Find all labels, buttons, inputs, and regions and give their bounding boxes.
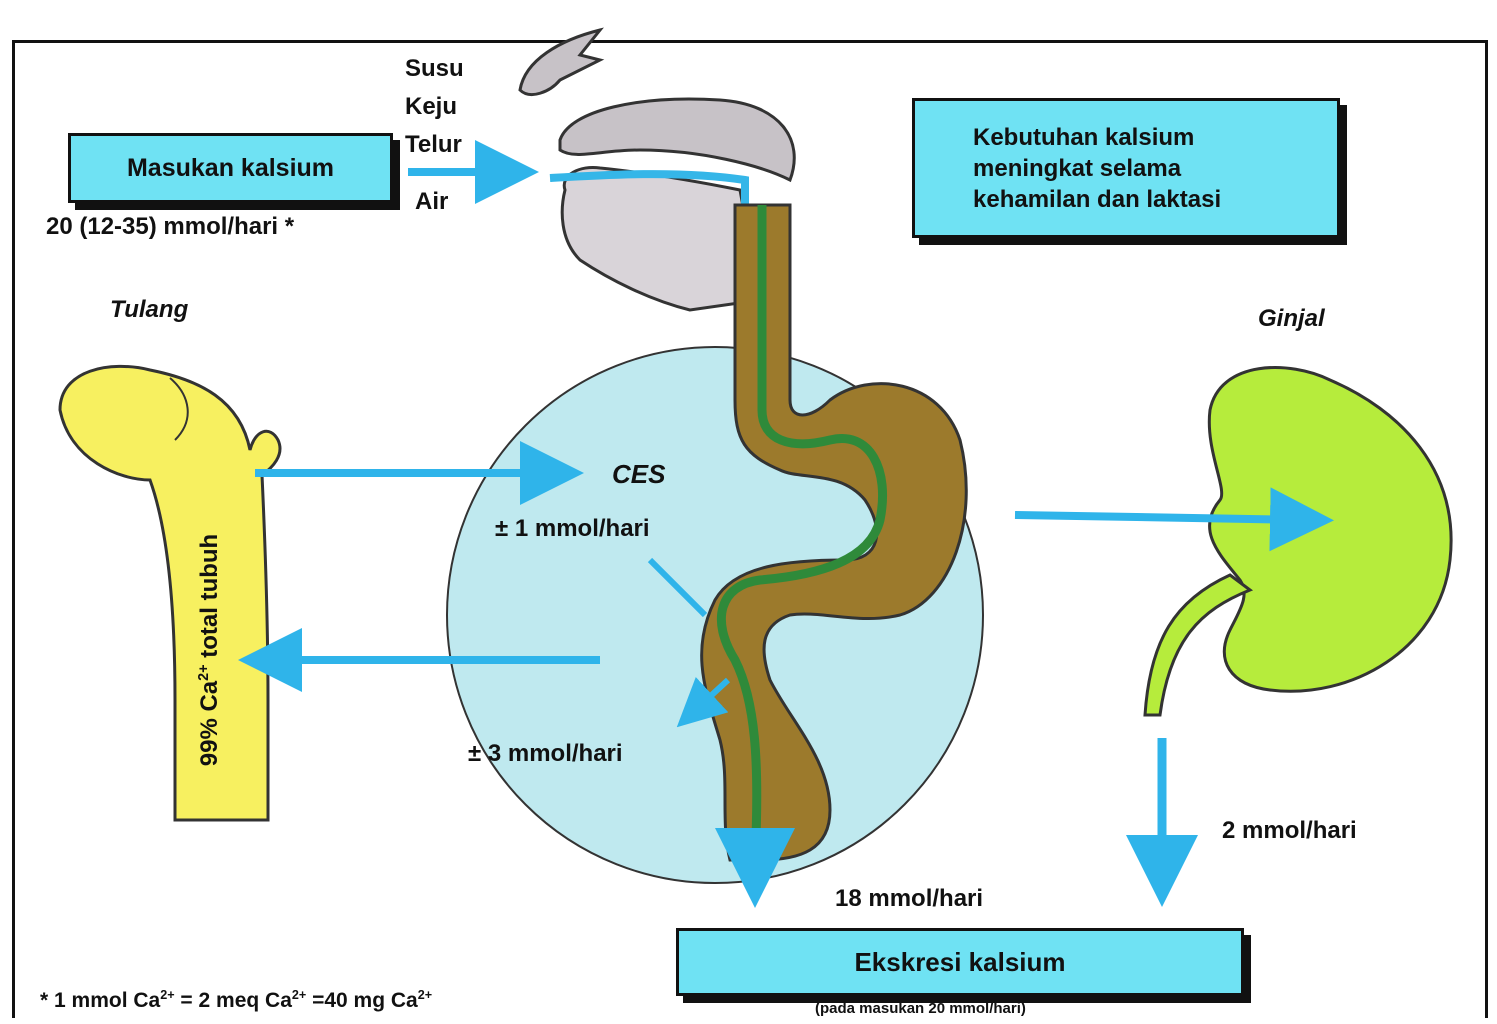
footnote: * 1 mmol Ca2+ = 2 meq Ca2+ =40 mg Ca2+	[40, 988, 432, 1013]
bone-icon	[60, 366, 280, 820]
pregnancy-line-3: kehamilan dan laktasi	[973, 184, 1221, 215]
intake-rate: 20 (12-35) mmol/hari *	[46, 213, 294, 241]
kidney-excretion-rate: 2 mmol/hari	[1222, 817, 1357, 845]
food-egg: Telur	[405, 131, 462, 159]
footnote-sup-1: 2+	[160, 988, 174, 1002]
footnote-prefix: * 1 mmol Ca	[40, 989, 160, 1012]
excretion-label: Ekskresi kalsium	[854, 947, 1065, 978]
ecf-label: CES	[612, 459, 665, 490]
intake-label: Masukan kalsium	[127, 154, 334, 183]
footnote-sup-2: 2+	[292, 988, 306, 1002]
bone-label-sup: 2+	[196, 664, 212, 680]
excretion-note: (pada masukan 20 mmol/hari)	[815, 1000, 1026, 1017]
gut-excretion-rate: 18 mmol/hari	[835, 885, 983, 913]
intake-box: Masukan kalsium	[68, 133, 393, 203]
flow-to-ecf-rate: ± 1 mmol/hari	[495, 515, 650, 543]
arrow-ecf-to-kidney	[1015, 515, 1310, 520]
food-cheese: Keju	[405, 93, 457, 121]
footnote-mid-2: =40 mg Ca	[306, 989, 417, 1012]
bone-title: Tulang	[110, 296, 188, 324]
flow-from-ecf-rate: ± 3 mmol/hari	[468, 740, 623, 768]
footnote-sup-3: 2+	[418, 988, 432, 1002]
pregnancy-line-1: Kebutuhan kalsium	[973, 122, 1194, 153]
footnote-mid-1: = 2 meq Ca	[175, 989, 292, 1012]
excretion-box: Ekskresi kalsium	[676, 928, 1244, 996]
pregnancy-box: Kebutuhan kalsium meningkat selama keham…	[912, 98, 1340, 238]
bone-label-suffix: total tubuh	[196, 534, 223, 665]
bone-percentage-label: 99% Ca2+ total tubuh	[196, 534, 224, 766]
pregnancy-line-2: meningkat selama	[973, 153, 1181, 184]
kidney-icon	[1145, 368, 1451, 715]
bone-label-prefix: 99% Ca	[196, 681, 223, 766]
kidney-title: Ginjal	[1258, 305, 1325, 333]
food-water: Air	[415, 188, 448, 216]
food-milk: Susu	[405, 55, 464, 83]
